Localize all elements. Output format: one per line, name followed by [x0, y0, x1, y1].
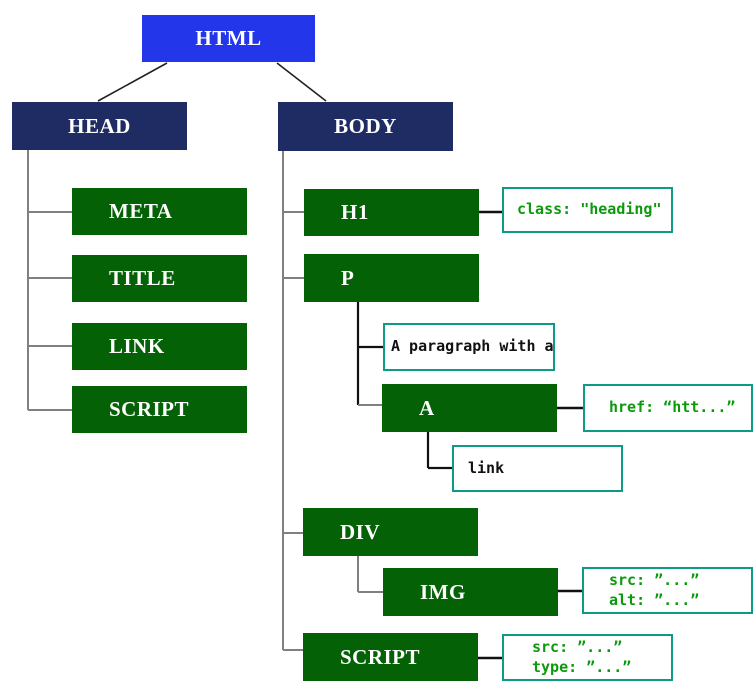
node-body-script-label: SCRIPT [340, 644, 421, 669]
paragraph-text: A paragraph with a [391, 337, 554, 356]
node-h1: H1 [304, 189, 479, 236]
annotation-script-attrs: src: ”...” type: ”...” [502, 634, 673, 681]
node-html-label: HTML [195, 26, 262, 50]
annotation-h1-class: class: "heading" [502, 187, 673, 233]
node-a-label: A [419, 395, 435, 420]
edge-html-head [97, 62, 168, 102]
img-src-text: src: ”...” [609, 571, 700, 589]
a-href-text: href: “htt...” [609, 398, 736, 417]
node-p: P [304, 254, 479, 302]
node-div: DIV [303, 508, 478, 556]
node-body: BODY [278, 102, 453, 151]
node-div-label: DIV [340, 519, 381, 544]
node-title: TITLE [72, 255, 247, 302]
node-img-label: IMG [420, 579, 466, 604]
node-link: LINK [72, 323, 247, 370]
text-node-link: link [452, 445, 623, 492]
node-link-label: LINK [109, 334, 165, 358]
node-img: IMG [383, 568, 558, 616]
node-html: HTML [142, 15, 315, 62]
h1-class-text: class: "heading" [517, 200, 662, 219]
script-src-text: src: ”...” [532, 638, 623, 656]
node-meta-label: META [109, 199, 173, 223]
node-head-script-label: SCRIPT [109, 397, 190, 421]
node-p-label: P [341, 265, 355, 290]
node-head-script: SCRIPT [72, 386, 247, 433]
node-head: HEAD [12, 102, 187, 150]
annotation-a-href: href: “htt...” [583, 384, 753, 432]
edge-html-body [276, 62, 327, 102]
node-body-script: SCRIPT [303, 633, 478, 681]
script-type-text: type: ”...” [532, 657, 632, 676]
node-h1-label: H1 [341, 200, 369, 224]
node-head-label: HEAD [68, 113, 131, 138]
img-alt-text: alt: ”...” [609, 590, 700, 609]
text-node-paragraph: A paragraph with a [383, 323, 555, 371]
node-a: A [382, 384, 557, 432]
node-body-label: BODY [334, 114, 397, 138]
node-title-label: TITLE [109, 266, 176, 290]
annotation-img-attrs: src: ”...” alt: ”...” [582, 567, 753, 614]
link-text: link [468, 458, 505, 477]
node-meta: META [72, 188, 247, 235]
